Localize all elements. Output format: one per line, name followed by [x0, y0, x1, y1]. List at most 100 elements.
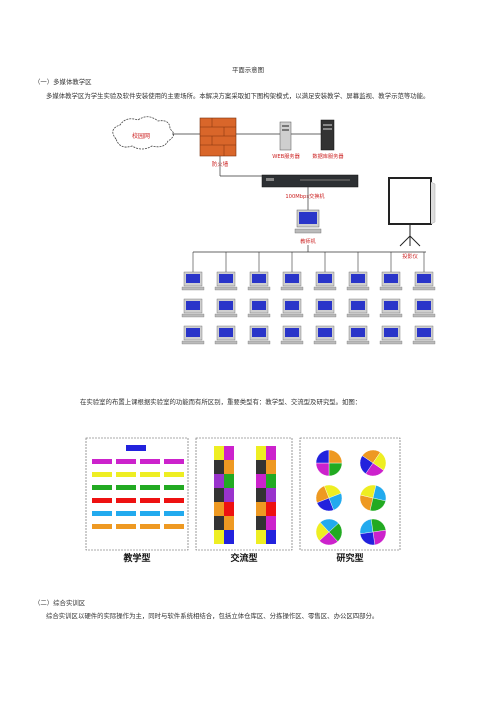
- exchange-type-label: 交流型: [230, 552, 257, 564]
- exchange-desk: [256, 530, 266, 544]
- exchange-desk: [266, 530, 276, 544]
- student-desk: [116, 472, 136, 477]
- exchange-desk: [214, 530, 224, 544]
- client-pc: [412, 271, 436, 291]
- client-pc: [280, 271, 304, 291]
- exchange-desk: [266, 474, 276, 488]
- exchange-layout-box: [195, 437, 293, 551]
- student-desk: [140, 485, 160, 490]
- client-pc: [379, 325, 403, 345]
- student-desk: [92, 485, 112, 490]
- campus-net-label: 校园网: [132, 132, 150, 140]
- exchange-desk: [266, 488, 276, 502]
- round-table: [315, 449, 343, 477]
- client-pc: [379, 271, 403, 291]
- teaching-desk-rows: [92, 459, 184, 529]
- client-pc: [214, 298, 238, 318]
- client-pc: [247, 325, 271, 345]
- exchange-desk: [266, 516, 276, 530]
- teacher-pc-icon: [294, 209, 322, 234]
- student-desk: [116, 524, 136, 529]
- round-table: [359, 449, 387, 477]
- client-pc: [313, 298, 337, 318]
- student-desk: [164, 511, 184, 516]
- client-pc: [313, 271, 337, 291]
- exchange-desk: [224, 502, 234, 516]
- student-desk: [92, 472, 112, 477]
- client-pc: [313, 325, 337, 345]
- student-desk: [140, 511, 160, 516]
- teaching-type-label: 教学型: [122, 552, 150, 564]
- exchange-desk: [256, 474, 266, 488]
- client-pc: [280, 298, 304, 318]
- exchange-desk: [214, 488, 224, 502]
- student-desk: [164, 459, 184, 464]
- exchange-desk-columns: [214, 446, 276, 544]
- student-desk: [140, 472, 160, 477]
- student-desk: [140, 498, 160, 503]
- round-table: [315, 484, 343, 512]
- client-pc: [181, 271, 205, 291]
- exchange-desk: [266, 502, 276, 516]
- web-server-icon: [279, 121, 292, 151]
- student-desk: [92, 511, 112, 516]
- exchange-desk: [214, 460, 224, 474]
- client-pc: [214, 271, 238, 291]
- student-desk: [116, 459, 136, 464]
- round-table: [315, 518, 343, 546]
- client-pc: [379, 298, 403, 318]
- web-server-label: WEB服务器: [272, 152, 300, 160]
- exchange-desk: [224, 516, 234, 530]
- client-pc: [346, 298, 370, 318]
- student-desk: [116, 485, 136, 490]
- exchange-desk: [224, 460, 234, 474]
- page-title: 平面示意图: [232, 66, 264, 74]
- round-table: [359, 518, 387, 546]
- exchange-desk: [266, 460, 276, 474]
- network-diagram: 校园网 防火墙 WEB服务器 数据库服务器 100Mbps交换机: [112, 116, 436, 345]
- exchange-desk: [214, 502, 224, 516]
- exchange-desk: [224, 474, 234, 488]
- student-desk: [116, 498, 136, 503]
- client-pc: [247, 271, 271, 291]
- firewall-icon: [199, 117, 237, 157]
- research-round-tables: [315, 449, 387, 546]
- student-desk: [164, 498, 184, 503]
- student-desk: [140, 459, 160, 464]
- client-pc: [412, 298, 436, 318]
- section1-paragraph: 多媒体教学区为学生实验及软件安装使用的主要场所。本解决方案采取如下图构架模式，以…: [46, 92, 430, 100]
- student-desk: [92, 524, 112, 529]
- client-pc: [181, 325, 205, 345]
- section2-paragraph: 综合实训区以硬件的实际操作为主，同时与软件系统相结合，包括立体仓库区、分拣操作区…: [46, 612, 379, 620]
- switch-icon: [261, 174, 359, 188]
- db-server-label: 数据库服务器: [312, 152, 344, 160]
- client-pc-grid: [181, 252, 436, 345]
- student-desk: [164, 472, 184, 477]
- projector-screen-icon: [388, 177, 436, 247]
- student-desk: [92, 459, 112, 464]
- client-pc: [346, 325, 370, 345]
- database-server-icon: [320, 119, 335, 151]
- section1-heading: （一）多媒体教学区: [34, 78, 92, 86]
- exchange-desk: [256, 516, 266, 530]
- exchange-desk: [224, 530, 234, 544]
- student-desk: [92, 498, 112, 503]
- teacher-pc-label: 教师机: [300, 237, 316, 245]
- client-pc: [181, 298, 205, 318]
- client-pc: [346, 271, 370, 291]
- exchange-desk: [256, 502, 266, 516]
- client-pc: [280, 325, 304, 345]
- teacher-desk: [126, 445, 146, 451]
- student-desk: [164, 524, 184, 529]
- exchange-desk: [214, 516, 224, 530]
- section2-heading: （二）综合实训区: [34, 599, 86, 607]
- exchange-desk: [256, 446, 266, 460]
- exchange-desk: [214, 474, 224, 488]
- layout-paragraph: 在实验室的布置上课根据实验室的功能而有所区别，重要类型有：教学型、交流型及研究型…: [80, 398, 362, 406]
- client-pc: [214, 325, 238, 345]
- exchange-desk: [214, 446, 224, 460]
- exchange-desk: [266, 446, 276, 460]
- exchange-desk: [256, 488, 266, 502]
- exchange-desk: [256, 460, 266, 474]
- projector-label: 投影仪: [402, 252, 418, 260]
